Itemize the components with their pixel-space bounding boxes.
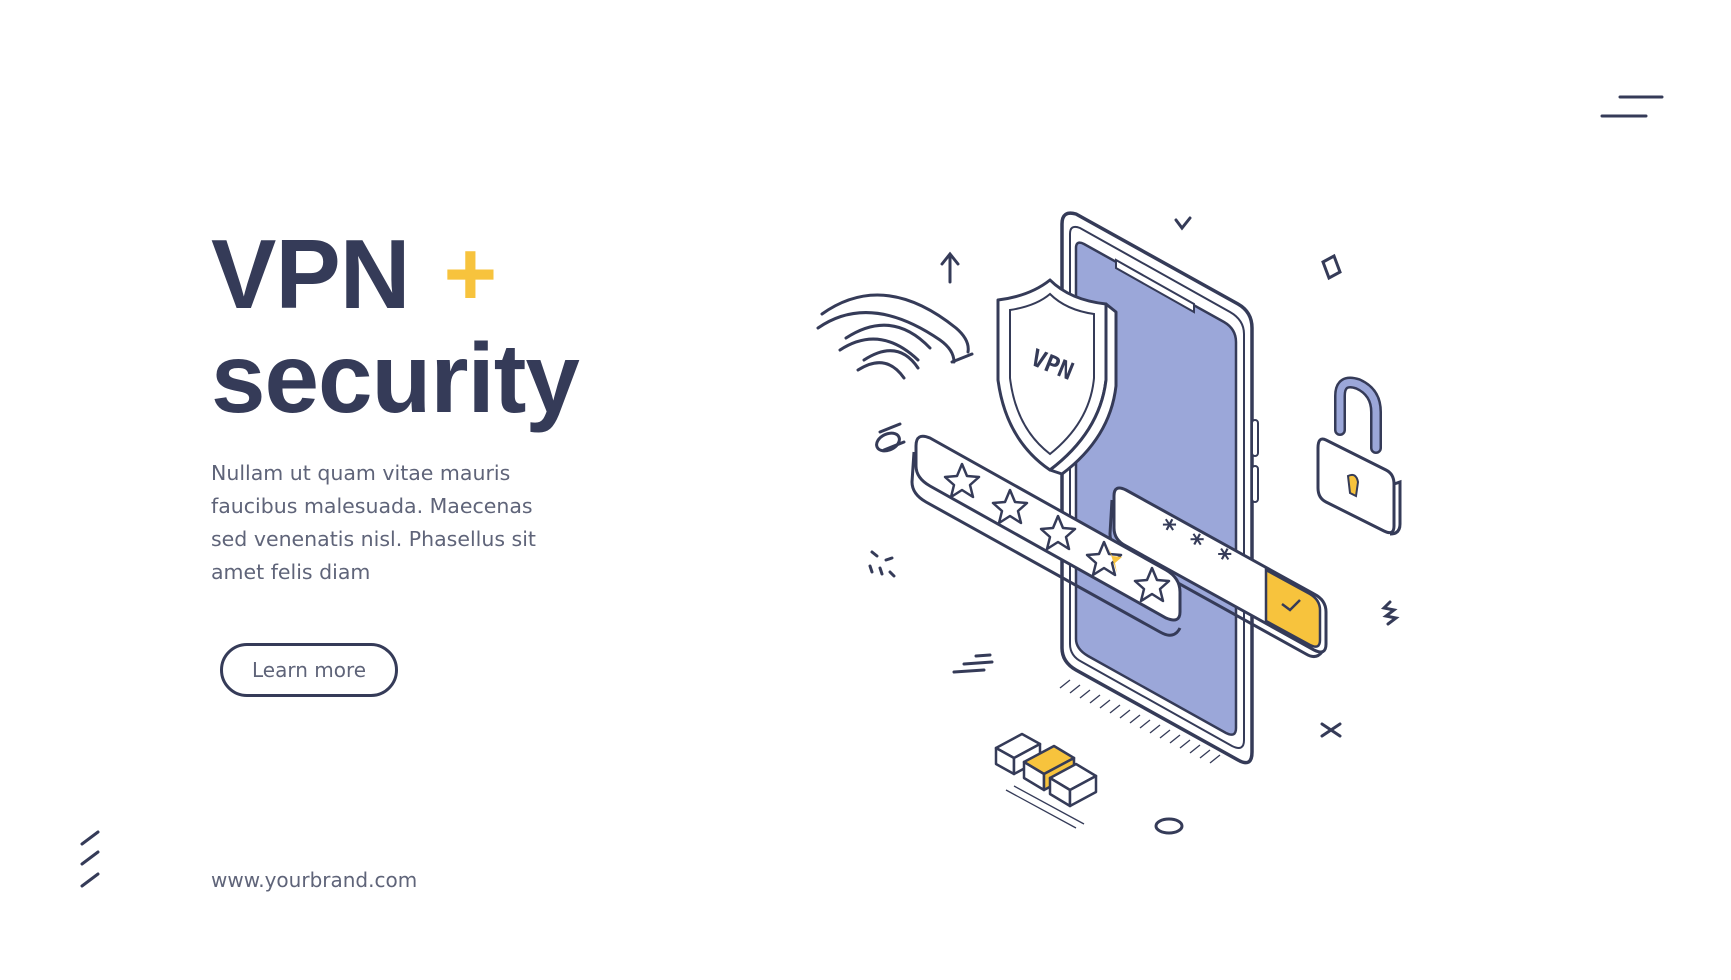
title-vpn: VPN [211, 219, 411, 329]
decorative-marks [868, 216, 1400, 835]
x-mark [1320, 722, 1342, 738]
hero-title: VPN + security [211, 222, 731, 430]
vpn-security-illustration: VPN * * * [816, 211, 1402, 835]
brand-url-link[interactable]: www.yourbrand.com [211, 868, 418, 892]
plus-icon: + [443, 223, 498, 325]
circle-mark [1154, 817, 1184, 835]
wifi-icon [816, 293, 974, 453]
diamond-shape [1321, 253, 1342, 281]
hero-section: VPN + security [211, 222, 731, 430]
sparkle-mark [868, 550, 896, 578]
star-rating-bar [910, 434, 1182, 637]
smartphone-icon [1060, 211, 1259, 765]
learn-more-button[interactable]: Learn more [220, 643, 398, 697]
title-security: security [211, 323, 580, 433]
hero-description: Nullam ut quam vitae mauris faucibus mal… [211, 461, 536, 584]
arrow-up-icon [940, 251, 960, 284]
shield-icon: VPN [996, 278, 1118, 476]
server-blocks-icon [994, 732, 1098, 829]
padlock-icon [1316, 376, 1402, 536]
check-mark-small [1174, 216, 1192, 231]
zigzag-mark [1380, 600, 1400, 626]
slashes-decoration-icon [80, 830, 100, 888]
dash-marks [952, 653, 994, 674]
hamburger-menu-icon[interactable] [1600, 92, 1664, 122]
phone-shadow-hatch [1059, 679, 1221, 764]
